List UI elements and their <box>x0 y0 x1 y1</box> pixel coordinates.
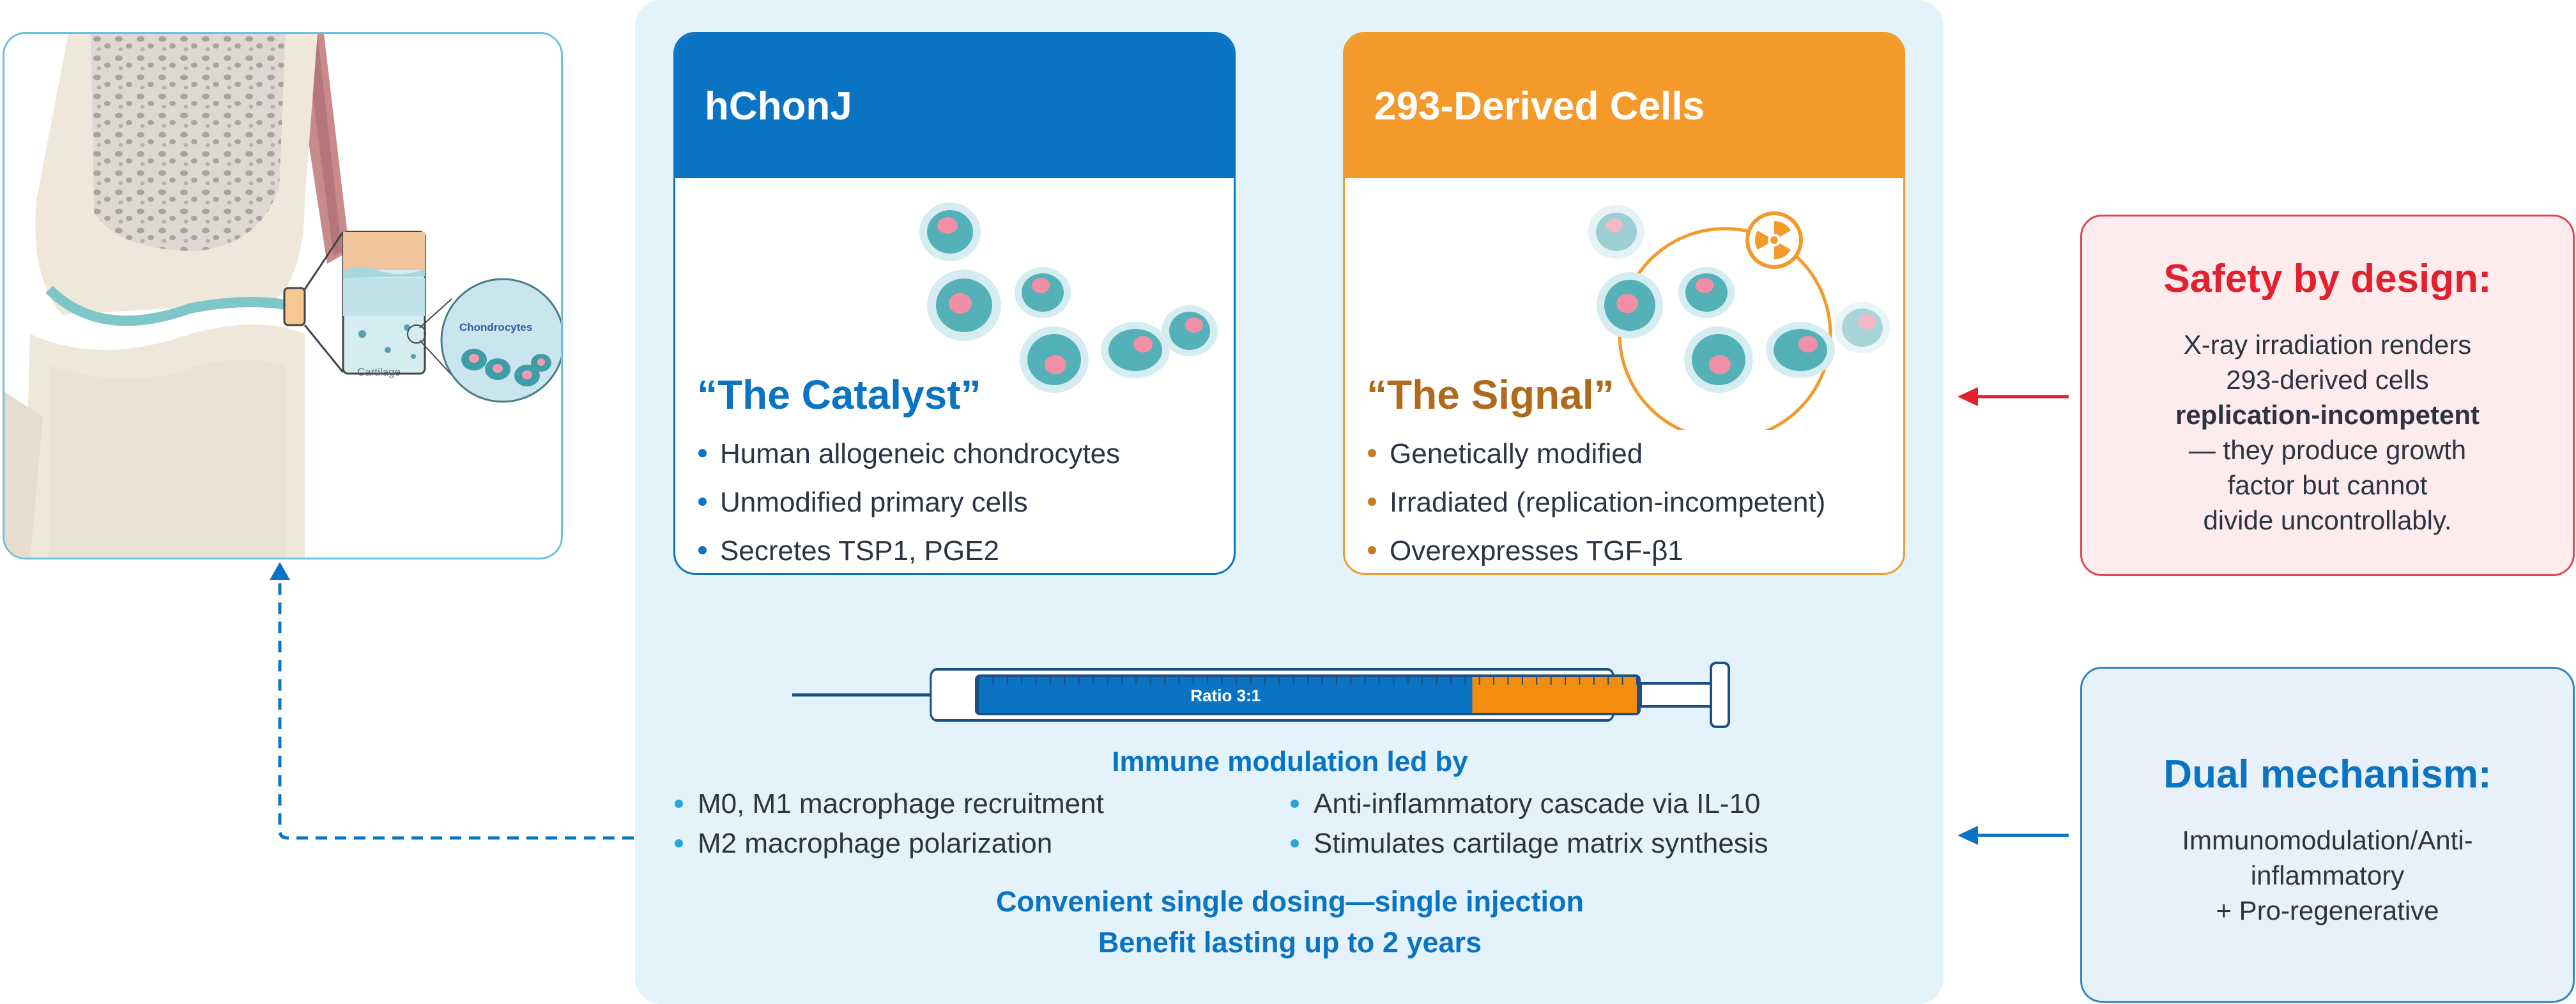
knee-joint-illustration: Chondrocytes Cartilage <box>4 34 561 558</box>
dual-line: Immunomodulation/Anti- <box>2182 825 2473 855</box>
list-item: Human allogeneic chondrocytes <box>697 430 1120 478</box>
safety-line: 293-derived cells <box>2226 365 2429 395</box>
radiation-icon <box>1745 211 1803 269</box>
hchonj-header: hChonJ <box>675 34 1234 178</box>
list-item: Genetically modified <box>1367 430 1825 478</box>
safety-line: X-ray irradiation renders <box>2183 330 2472 360</box>
list-item: Anti-inflammatory cascade via IL-10 <box>1289 784 1768 824</box>
ratio-label: Ratio 3:1 <box>1190 686 1261 705</box>
list-item: Overexpresses TGF-β1 <box>1367 527 1825 573</box>
immune-list-left: M0, M1 macrophage recruitment M2 macroph… <box>673 784 1104 863</box>
hchonj-bullets: Human allogeneic chondrocytes Unmodified… <box>697 430 1120 573</box>
dosing-line-2: Benefit lasting up to 2 years <box>1098 926 1482 959</box>
cells293-header: 293-Derived Cells <box>1345 34 1903 178</box>
safety-title: Safety by design: <box>2163 257 2492 301</box>
dashed-arrow-to-knee <box>270 562 634 840</box>
dual-line: inflammatory <box>2250 860 2405 890</box>
hchonj-cells-icon <box>919 202 1218 393</box>
cells293-card: 293-Derived Cells “The Signal” Genetical… <box>1343 32 1905 575</box>
list-item: Stimulates cartilage matrix synthesis <box>1289 824 1768 863</box>
cells293-title: “The Signal” <box>1367 372 1614 418</box>
safety-arrow-icon <box>1958 387 2069 406</box>
list-item: M0, M1 macrophage recruitment <box>673 784 1104 824</box>
safety-description: X-ray irradiation renders 293-derived ce… <box>2082 327 2573 538</box>
cells293-bullets: Genetically modified Irradiated (replica… <box>1367 430 1825 573</box>
list-item: Secretes TSP1, PGE2 <box>697 527 1120 573</box>
hchonj-title: “The Catalyst” <box>697 372 981 418</box>
syringe-fill-orange <box>1472 677 1637 713</box>
dual-title: Dual mechanism: <box>2163 752 2492 796</box>
list-item: M2 macrophage polarization <box>673 824 1104 863</box>
dual-mechanism-box: Dual mechanism: Immunomodulation/Anti- i… <box>2080 667 2575 1003</box>
safety-line-bold: replication-incompetent <box>2175 400 2480 430</box>
safety-line: divide uncontrollably. <box>2203 505 2452 535</box>
list-item: Irradiated (replication-incompetent) <box>1367 478 1825 527</box>
dosing-summary: Convenient single dosing—single injectio… <box>673 881 1906 963</box>
dual-description: Immunomodulation/Anti- inflammatory + Pr… <box>2082 823 2573 928</box>
dosing-line-1: Convenient single dosing—single injectio… <box>995 885 1584 918</box>
safety-by-design-box: Safety by design: X-ray irradiation rend… <box>2080 215 2575 576</box>
safety-line: — they produce growth <box>2188 435 2467 465</box>
knee-illustration-panel: Chondrocytes Cartilage <box>3 32 563 559</box>
safety-line: factor but cannot <box>2227 470 2428 500</box>
cartilage-label: Cartilage <box>357 366 401 378</box>
list-item: Unmodified primary cells <box>697 478 1120 527</box>
immune-list-right: Anti-inflammatory cascade via IL-10 Stim… <box>1289 784 1768 863</box>
hchonj-card: hChonJ “The Catalyst” Human allogeneic c… <box>673 32 1236 575</box>
dual-line: + Pro-regenerative <box>2216 895 2439 925</box>
syringe-graphic: Ratio 3:1 <box>792 662 1730 728</box>
cells293-cells-icon <box>1588 205 1890 430</box>
syringe-fill-blue <box>979 677 1473 713</box>
dual-arrow-icon <box>1958 826 2069 845</box>
chondrocytes-label: Chondrocytes <box>459 321 532 333</box>
immune-modulation-title: Immune modulation led by <box>1112 746 1468 777</box>
